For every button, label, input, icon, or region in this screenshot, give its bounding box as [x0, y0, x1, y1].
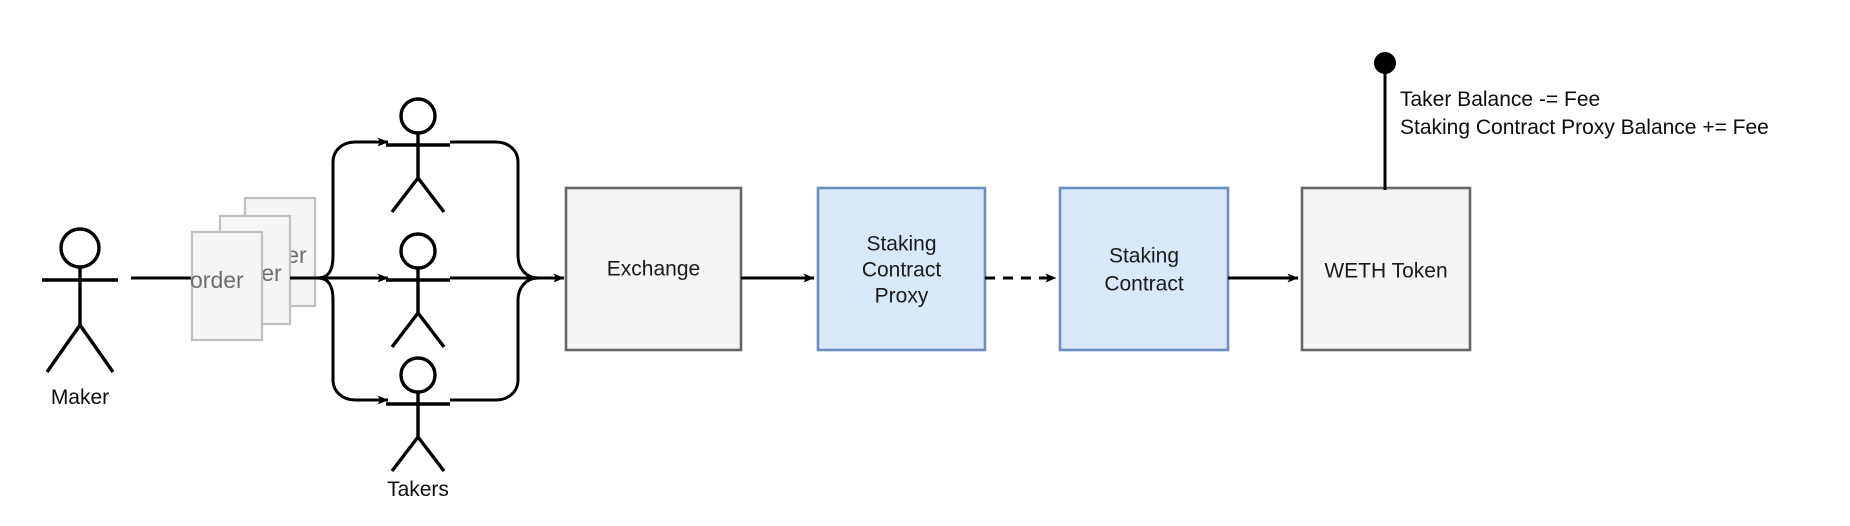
node-weth-token[interactable]: WETH Token: [1300, 186, 1472, 352]
actor-maker: Maker: [42, 227, 118, 409]
node-proxy-label-line-3: Proxy: [875, 285, 929, 308]
actor-taker-3: Takers: [386, 356, 450, 501]
node-staking-contract[interactable]: Staking Contract: [1058, 186, 1230, 352]
edge-group-takers-to-exchange: [450, 140, 565, 402]
edge-branch-down-to-taker-3: [317, 276, 389, 405]
order-card-stack: order order order: [190, 196, 317, 342]
taker-3-left-leg: [390, 435, 420, 473]
node-staking-contract-proxy[interactable]: Staking Contract Proxy: [816, 186, 987, 352]
edge-taker-3-to-merge: [450, 276, 539, 402]
actor-taker-2: [386, 232, 450, 349]
actor-label-maker: Maker: [51, 386, 109, 409]
taker-1-head-icon: [399, 97, 437, 135]
node-staking-contract-box[interactable]: [1058, 186, 1230, 352]
node-proxy-label-line-1: Staking: [866, 233, 936, 256]
taker-2-left-leg: [390, 311, 420, 349]
order-card-front: [190, 230, 264, 342]
annotation-line-1: Taker Balance -= Fee: [1400, 88, 1600, 111]
taker-3-right-leg: [416, 435, 446, 473]
maker-left-leg: [45, 324, 82, 373]
edge-taker-1-to-merge: [450, 140, 539, 280]
node-staking-contract-label-line-2: Contract: [1104, 273, 1184, 296]
annotation-dot-icon: [1374, 52, 1396, 74]
edge-group-orders-to-takers: [317, 137, 389, 405]
taker-2-right-leg: [416, 311, 446, 349]
node-proxy-label-line-2: Contract: [862, 259, 942, 282]
node-staking-contract-proxy-box[interactable]: [816, 186, 987, 352]
node-weth-token-label: WETH Token: [1324, 260, 1447, 283]
order-card-front-label: order: [190, 267, 244, 293]
taker-2-head-icon: [399, 232, 437, 270]
edge-branch-up-to-taker-1: [317, 137, 389, 280]
actor-taker-1: [386, 97, 450, 214]
node-staking-contract-label-line-1: Staking: [1109, 245, 1179, 268]
actor-label-takers: Takers: [387, 478, 449, 501]
taker-1-right-leg: [416, 176, 446, 214]
annotation-line-2: Staking Contract Proxy Balance += Fee: [1400, 116, 1769, 139]
annotation-callout: Taker Balance -= Fee Staking Contract Pr…: [1374, 52, 1769, 190]
node-exchange-box[interactable]: [564, 186, 743, 352]
maker-right-leg: [78, 324, 115, 373]
node-exchange[interactable]: Exchange: [564, 186, 743, 352]
taker-3-head-icon: [399, 356, 437, 394]
node-exchange-label: Exchange: [607, 258, 700, 281]
maker-head-icon: [59, 227, 101, 269]
taker-1-left-leg: [390, 176, 420, 214]
